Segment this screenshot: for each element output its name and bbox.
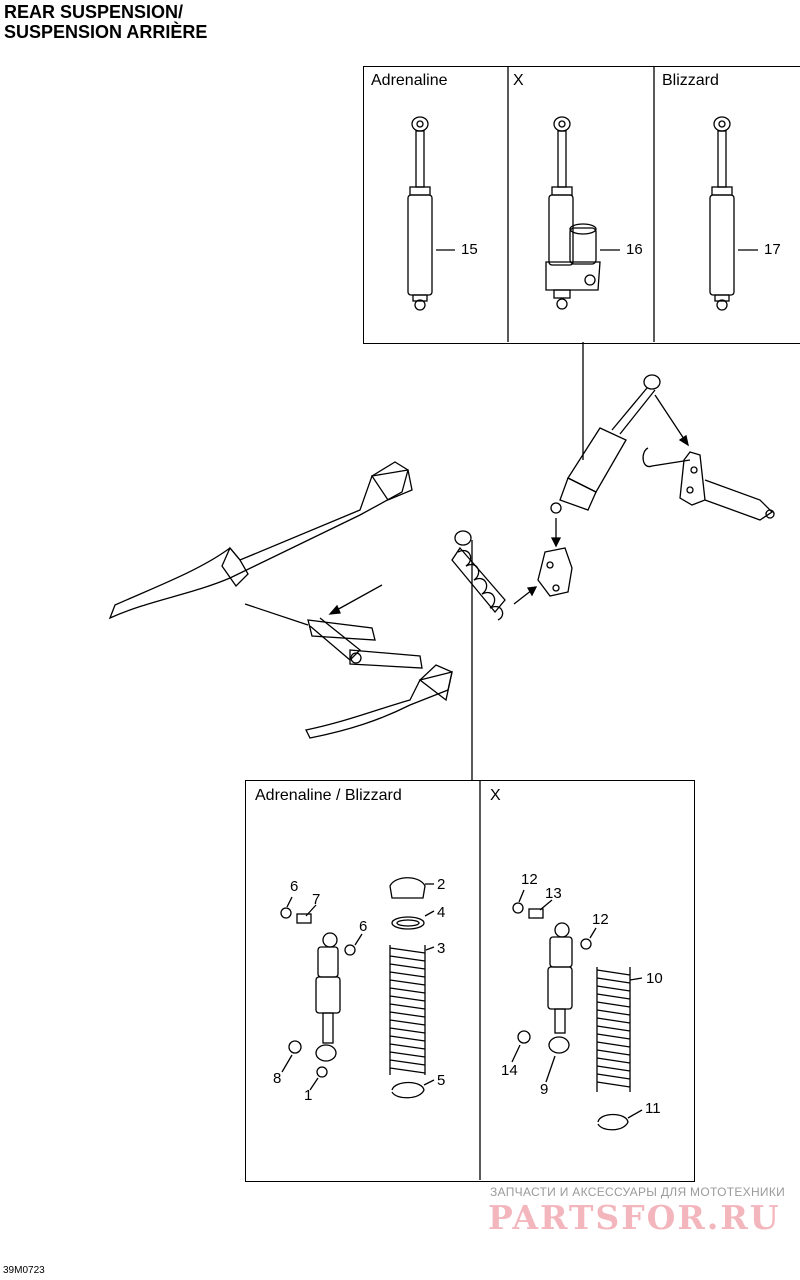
lower-slide-rail [305,664,453,739]
callout-5: 5 [437,1072,446,1089]
exploded-shock-right [511,889,597,1083]
suspension-arm [244,584,423,669]
callout-3: 3 [437,940,446,957]
watermark-tagline: ЗАПЧАСТИ И АКСЕССУАРЫ ДЛЯ МОТОТЕХНИКИ [490,1185,786,1199]
rear-shock-assembly [550,374,689,514]
callout-6b: 6 [359,918,368,935]
callout-17: 17 [764,241,781,258]
top-variant-panel [363,66,800,344]
shock-absorber-15 [407,116,455,311]
title-line-2: SUSPENSION ARRIÈRE [4,22,208,42]
diagram-title: REAR SUSPENSION/ SUSPENSION ARRIÈRE [4,2,207,42]
upper-slide-rail [108,461,413,620]
title-line-1: REAR SUSPENSION/ [4,2,184,22]
variant-label-blizzard: Blizzard [662,72,719,89]
variant-label-adrenaline-blizzard: Adrenaline / Blizzard [255,787,402,804]
callout-6a: 6 [290,878,299,895]
callout-1: 1 [304,1087,313,1104]
variant-label-adrenaline: Adrenaline [371,72,448,89]
callout-12b: 12 [592,911,609,928]
callout-16: 16 [626,241,643,258]
variant-label-x-bottom: X [490,787,501,804]
callout-12a: 12 [521,871,538,888]
watermark-brand: PARTSFOR.RU [488,1198,781,1237]
callout-4: 4 [437,904,446,921]
callout-13: 13 [545,885,562,902]
callout-10: 10 [646,970,663,987]
callout-15: 15 [461,241,478,258]
shock-bracket [537,547,573,597]
callout-2: 2 [437,876,446,893]
callout-8: 8 [273,1070,282,1087]
drawing-code: 39M0723 [3,1265,45,1276]
callout-14: 14 [501,1062,518,1079]
rear-cross-shaft [642,447,775,521]
callout-7: 7 [312,891,321,908]
center-coil-shock [451,530,538,621]
shock-absorber-17 [709,116,758,311]
exploded-spring-right [596,967,643,1131]
variant-label-x: X [513,72,524,89]
callout-9: 9 [540,1081,549,1098]
callout-11: 11 [645,1100,661,1117]
exploded-shock-left [280,896,363,1091]
exploded-spring-left [389,877,435,1099]
shock-absorber-16 [545,116,620,310]
